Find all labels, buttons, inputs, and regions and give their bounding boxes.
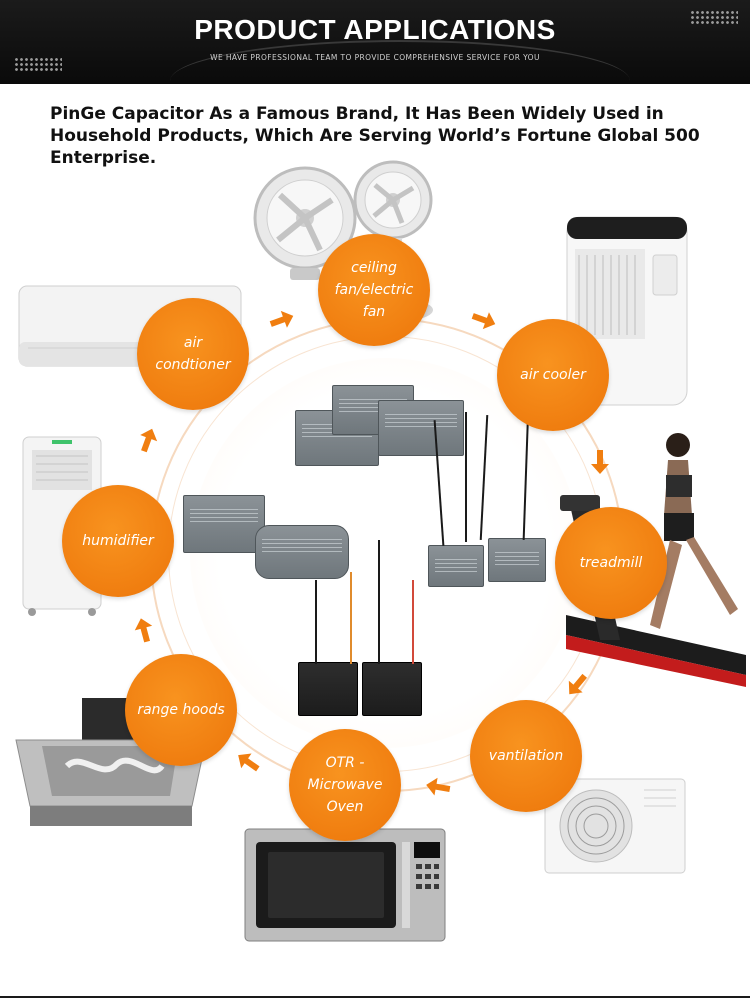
capacitor-gray-3 — [378, 400, 464, 456]
category-ventilation[interactable]: vantilation — [470, 700, 582, 812]
category-label: humidifier — [82, 533, 154, 549]
category-humidifier[interactable]: humidifier — [62, 485, 174, 597]
category-label: air cooler — [520, 367, 586, 383]
dot-pattern-bottom-left — [14, 57, 62, 73]
category-microwave[interactable]: OTR -Microwave Oven — [289, 729, 401, 841]
capacitor-black-1 — [298, 662, 358, 716]
capacitor-gray-4 — [183, 495, 265, 553]
capacitor-black-2 — [362, 662, 422, 716]
category-label: vantilation — [488, 748, 564, 764]
category-air-conditioner[interactable]: air condtioner — [137, 298, 249, 410]
header-swoosh — [170, 40, 630, 84]
page-subtitle: WE HAVE PROFESSIONAL TEAM TO PROVIDE COM… — [210, 53, 540, 62]
intro-text: PinGe Capacitor As a Famous Brand, It Ha… — [50, 104, 700, 168]
capacitor-wire — [465, 412, 467, 542]
microwave-image — [244, 828, 446, 942]
category-label: ceiling fan/electric fan — [334, 260, 414, 320]
capacitor-gray-6 — [428, 545, 484, 587]
category-air-cooler[interactable]: air cooler — [497, 319, 609, 431]
capacitor-gray-5 — [255, 525, 349, 579]
category-ceiling-fan[interactable]: ceiling fan/electric fan — [318, 234, 430, 346]
category-range-hoods[interactable]: range hoods — [125, 654, 237, 766]
dot-pattern-top-right — [690, 10, 738, 26]
capacitor-wire — [412, 580, 414, 664]
category-treadmill[interactable]: treadmill — [555, 507, 667, 619]
category-label: OTR -Microwave Oven — [307, 755, 383, 815]
page-title: PRODUCT APPLICATIONS — [194, 14, 556, 45]
capacitor-wire — [378, 540, 380, 664]
capacitor-wire — [315, 580, 317, 664]
ventilation-unit-image — [544, 778, 686, 874]
category-label: treadmill — [579, 555, 643, 571]
category-label: range hoods — [137, 702, 225, 718]
capacitor-gray-7 — [488, 538, 546, 582]
header-banner: PRODUCT APPLICATIONS WE HAVE PROFESSIONA… — [0, 0, 750, 84]
capacitor-wire — [350, 572, 352, 664]
fan-image — [253, 160, 433, 322]
category-label: air condtioner — [155, 335, 231, 373]
bottom-divider — [0, 996, 750, 998]
